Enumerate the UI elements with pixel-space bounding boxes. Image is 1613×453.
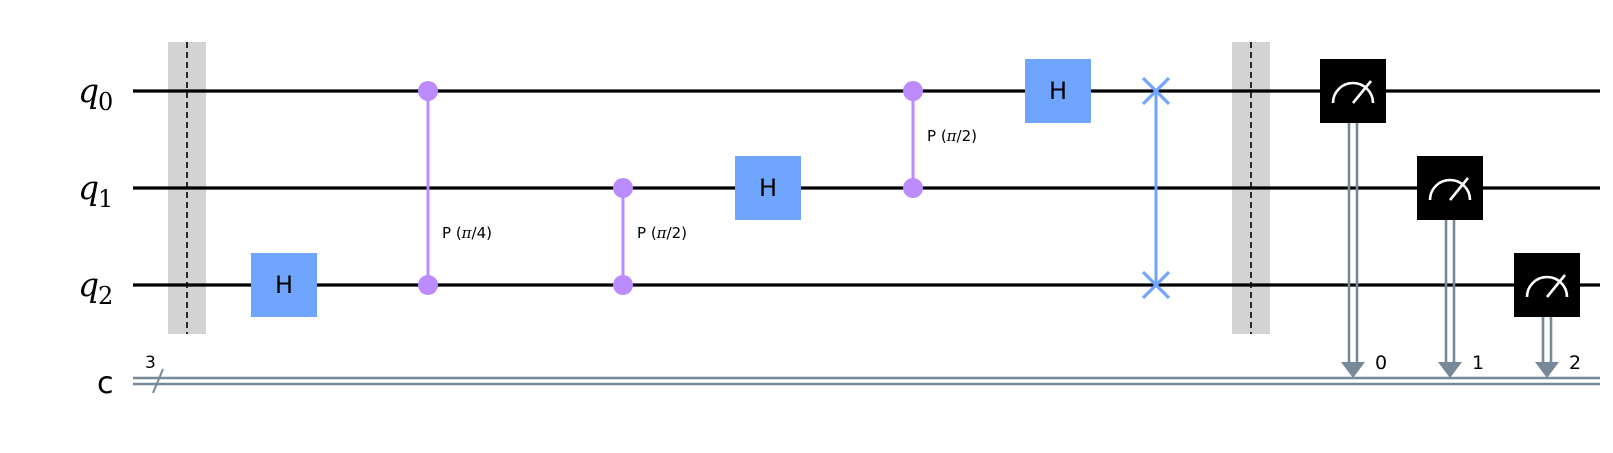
qubit-label-q0-base: q [78, 71, 99, 110]
qubit-label-q2-base: q [78, 265, 99, 304]
hadamard-gate-q0-label: H [1049, 77, 1067, 105]
measure-gate-q0: 0 [1320, 59, 1387, 378]
classical-register-label: c [97, 366, 114, 401]
measure-arrow-c1 [1438, 220, 1462, 378]
control-dot-q1 [903, 178, 923, 198]
measure-bit-label-0: 0 [1375, 352, 1387, 374]
phase-param-label-pi2-b: P (π/2) [927, 127, 977, 145]
measure-bit-label-2: 2 [1569, 352, 1581, 374]
meter-icon [1428, 177, 1472, 201]
control-dot-q2 [418, 275, 438, 295]
swap-cross-q2-icon [1141, 270, 1171, 300]
qubit-label-q0: q 0 [78, 71, 113, 116]
qubit-label-q2: q 2 [78, 265, 113, 310]
hadamard-gate-q1-label: H [759, 174, 777, 202]
register-width-label: 3 [145, 353, 156, 373]
measure-bit-label-1: 1 [1472, 352, 1484, 374]
measure-arrow-c0 [1341, 123, 1365, 378]
phase-param-label-pi2-a: P (π/2) [637, 224, 687, 242]
qubit-label-q1: q 1 [78, 168, 113, 213]
classical-register-wire [133, 376, 1600, 386]
measure-gate-q2: 2 [1514, 253, 1581, 378]
qubit-label-q1-index: 1 [98, 185, 113, 213]
meter-icon [1525, 274, 1569, 298]
swap-cross-q0-icon [1141, 76, 1171, 106]
measure-arrow-c2 [1535, 317, 1559, 378]
controlled-phase-gate-q0-q2: P (π/4) [418, 81, 492, 295]
control-dot-q0 [418, 81, 438, 101]
hadamard-gate-q1: H [735, 156, 801, 220]
qubit-label-q1-base: q [78, 168, 99, 207]
control-dot-q2 [613, 275, 633, 295]
phase-param-label-pi4: P (π/4) [442, 224, 492, 242]
register-width-slash [152, 368, 164, 394]
control-dot-q1 [613, 178, 633, 198]
controlled-phase-gate-q0-q1: P (π/2) [903, 81, 977, 198]
hadamard-gate-q0: H [1025, 59, 1091, 123]
controlled-phase-gate-q1-q2: P (π/2) [613, 178, 687, 295]
hadamard-gate-q2: H [251, 253, 317, 317]
qubit-label-q2-index: 2 [98, 282, 113, 310]
swap-gate-q0-q2 [1141, 76, 1171, 300]
control-dot-q0 [903, 81, 923, 101]
hadamard-gate-q2-label: H [275, 271, 293, 299]
qubit-label-q0-index: 0 [98, 88, 113, 116]
meter-icon [1331, 80, 1375, 104]
measure-gate-q1: 1 [1417, 156, 1484, 378]
